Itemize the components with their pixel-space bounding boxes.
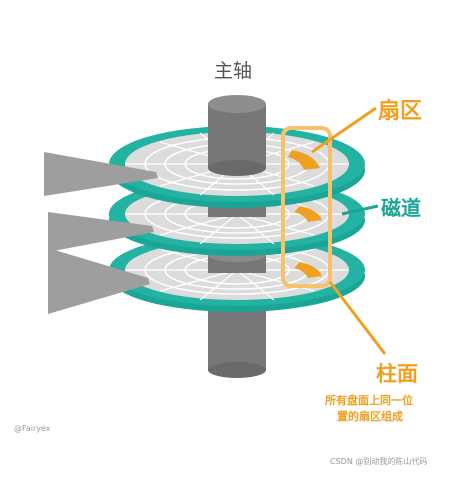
sector-label: 扇区 [378,99,423,124]
spindle-label: 主轴 [214,60,253,82]
cylinder-highlight-box [281,126,332,288]
cylinder-description-line2: 置的扇区组成 [337,410,403,423]
sector-leader-line [311,106,377,154]
cylinder-description-line1: 所有盘面上同一位 [325,394,413,407]
cylinder-leader-line [328,281,387,355]
read-arm-3 [48,248,150,314]
track-label: 磁道 [381,196,421,220]
spindle-bottom-cap [208,362,266,378]
read-arm-2 [48,212,154,252]
track-leader-line [341,204,379,216]
read-arm-1 [44,152,158,196]
spindle-top-cap [208,95,266,113]
watermark: CSDN @别动我的陈山代码 [330,457,428,466]
author-credit: @Fairyex [14,424,51,433]
sector-highlight [288,150,320,170]
cylinder-label: 柱面 [376,362,418,386]
platter-3 [109,234,365,312]
spindle-top [208,104,266,168]
